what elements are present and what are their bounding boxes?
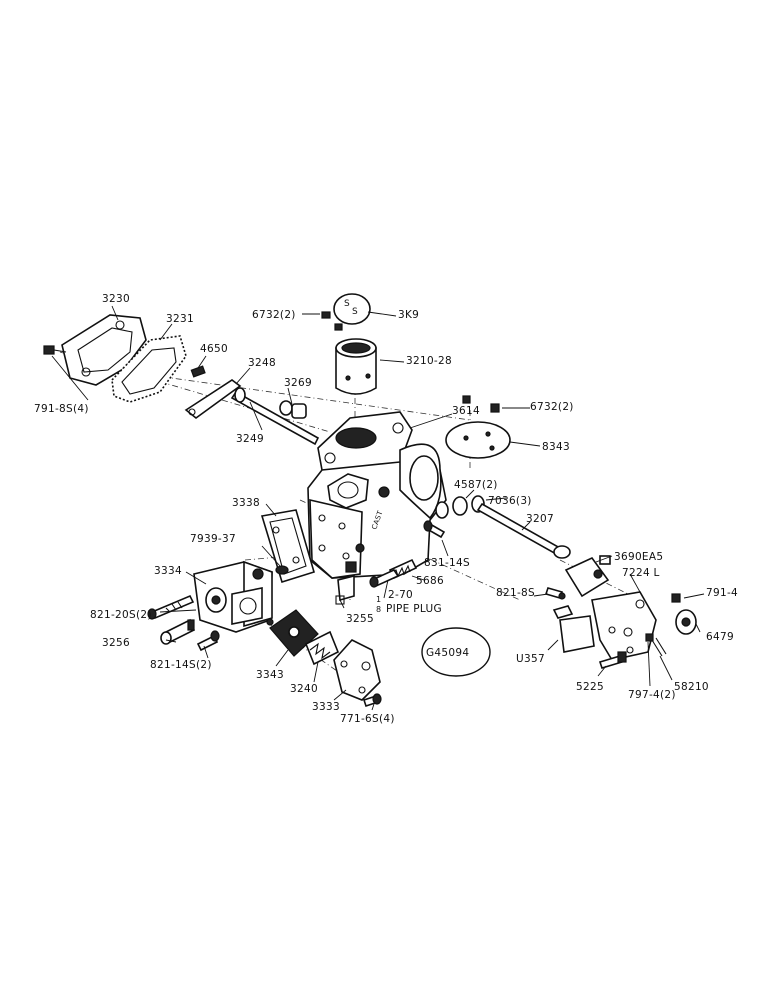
- cover-3333: [333, 639, 381, 701]
- pin-4650: [190, 365, 206, 378]
- label-pipe-plug: PIPE PLUG: [386, 603, 442, 615]
- label-g45094: G45094: [426, 647, 469, 659]
- shaft-3249: [230, 387, 320, 446]
- sleeve-3210-28: [335, 338, 377, 395]
- screw-6732-right: [462, 395, 500, 413]
- label-7224l: 7224 L: [622, 567, 660, 579]
- clamp-6479: [671, 593, 697, 635]
- svg-text:S: S: [352, 307, 358, 317]
- lever-3690ea5: [564, 555, 611, 598]
- label-3231: 3231: [166, 313, 194, 325]
- label-8343: 8343: [542, 441, 570, 453]
- float-bowl-3334: [193, 560, 273, 633]
- label-6479: 6479: [706, 631, 734, 643]
- pin-58210: [645, 633, 667, 657]
- lever-3248: [184, 379, 242, 420]
- label-3338: 3338: [232, 497, 260, 509]
- label-fraction-denominator: 8: [376, 605, 381, 614]
- label-3333: 3333: [312, 701, 340, 713]
- spring-5686: [369, 558, 418, 588]
- jet-7939-37: [275, 565, 289, 575]
- label-3256: 3256: [102, 637, 130, 649]
- carburetor-body-3614: CAST: [307, 411, 447, 579]
- screw-821-8s: [544, 587, 566, 600]
- label-791-4: 791-4: [706, 587, 738, 599]
- label-3210-28: 3210-28: [406, 355, 452, 367]
- label-3334: 3334: [154, 565, 182, 577]
- screw-6732-top: [321, 311, 343, 331]
- screw-831-14s: [423, 520, 446, 539]
- label-58210: 58210: [674, 681, 709, 693]
- label-821-8s: 821-8S: [496, 587, 535, 599]
- label-3269: 3269: [284, 377, 312, 389]
- plate-8343: [445, 421, 511, 459]
- label-3255: 3255: [346, 613, 374, 625]
- screw-791-8s: [43, 345, 67, 355]
- clip-u357: [552, 605, 595, 653]
- label-fraction-numerator: 1: [376, 595, 381, 604]
- label-7939-37: 7939-37: [190, 533, 236, 545]
- label-2-70: 2-70: [388, 589, 413, 601]
- valve-3256: [160, 618, 196, 645]
- label-7036: 7036(3): [488, 495, 532, 507]
- plug-3255: [335, 561, 357, 605]
- label-4650: 4650: [200, 343, 228, 355]
- label-3690ea5: 3690EA5: [614, 551, 663, 563]
- label-771-6s: 771-6S(4): [340, 713, 395, 725]
- label-791-8s: 791-8S(4): [34, 403, 89, 415]
- label-821-14s: 821-14S(2): [150, 659, 212, 671]
- label-3249: 3249: [236, 433, 264, 445]
- label-831-14s: 831-14S: [424, 557, 470, 569]
- label-3343: 3343: [256, 669, 284, 681]
- part-labels: 3230 3231 4650 791-8S(4) 3248 3269 3249 …: [34, 293, 738, 725]
- label-5225: 5225: [576, 681, 604, 693]
- label-6732-top: 6732(2): [252, 309, 296, 321]
- label-3k9: 3K9: [398, 309, 419, 321]
- gasket-3231: [111, 335, 187, 403]
- screw-821-14s: [196, 630, 220, 652]
- disc-3k9: S S: [333, 293, 371, 325]
- leader-lines: [51, 305, 705, 711]
- label-4587: 4587(2): [454, 479, 498, 491]
- screw-5225: [598, 651, 627, 669]
- label-3207: 3207: [526, 513, 554, 525]
- label-6732-right: 6732(2): [530, 401, 574, 413]
- label-u357: U357: [516, 653, 545, 665]
- label-3230: 3230: [102, 293, 130, 305]
- spring-3240: [304, 630, 340, 666]
- screw-821-20s: [147, 594, 195, 620]
- label-821-20s: 821-20S(2): [90, 609, 152, 621]
- bracket-7224l: [591, 591, 657, 661]
- label-5686: 5686: [416, 575, 444, 587]
- gasket-3338: [260, 509, 315, 584]
- label-3614: 3614: [452, 405, 480, 417]
- label-3248: 3248: [248, 357, 276, 369]
- figure-id-badge: [421, 627, 491, 677]
- label-3240: 3240: [290, 683, 318, 695]
- screw-771-6s: [362, 693, 382, 708]
- shaft-3207: [476, 502, 571, 559]
- svg-text:S: S: [344, 299, 350, 309]
- label-797-4: 797-4(2): [628, 689, 676, 701]
